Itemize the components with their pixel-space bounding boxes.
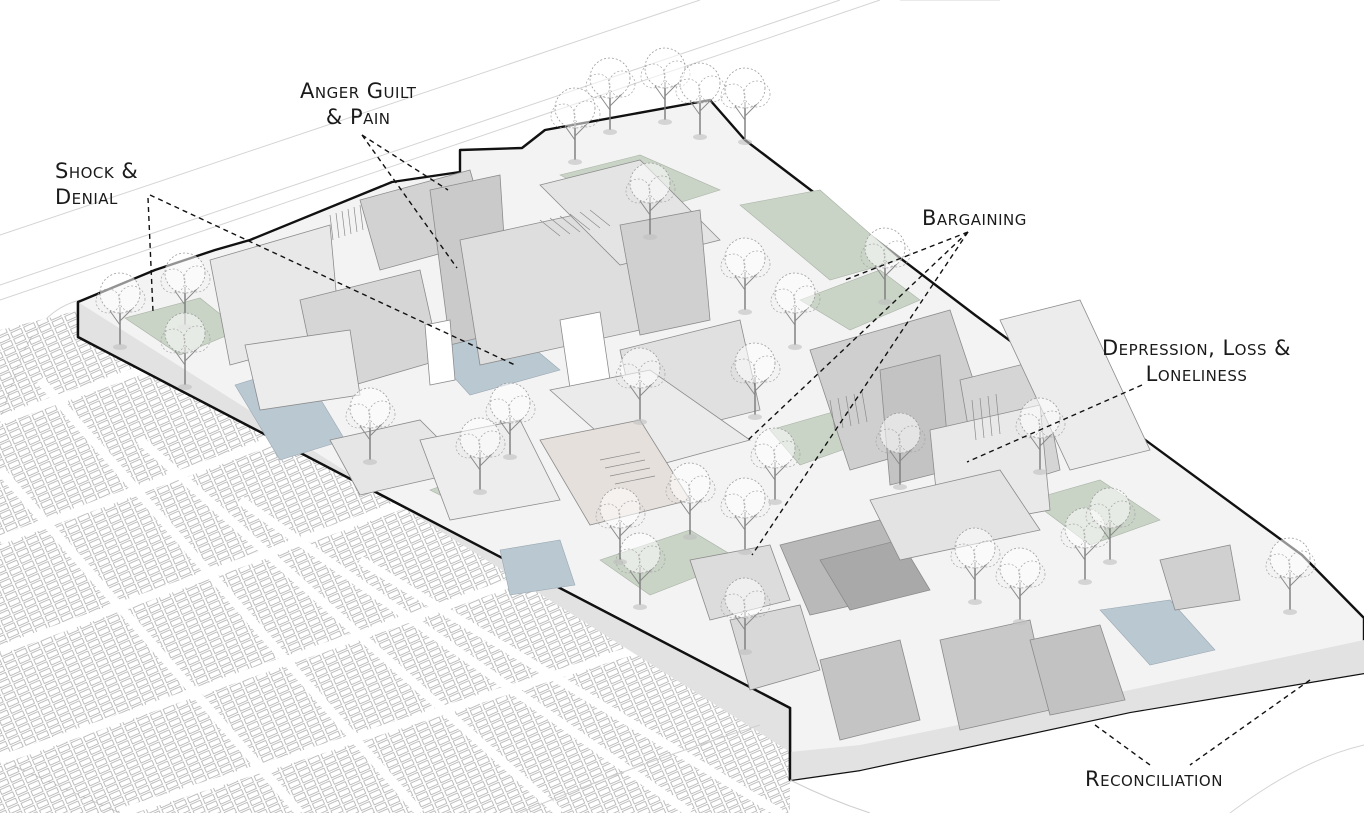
label-anger-guilt-pain-line-1: Anger Guilt: [300, 79, 417, 103]
label-shock-denial-line-2: Denial: [55, 185, 118, 209]
label-bargaining: Bargaining: [922, 205, 1027, 231]
label-depression-loss-loneliness: Depression, Loss & Loneliness: [1102, 335, 1291, 387]
label-shock-denial: Shock & Denial: [55, 158, 138, 210]
bottom-road: [519, 724, 871, 813]
label-anger-guilt-pain-line-2: & Pain: [325, 105, 391, 129]
label-bargaining-text: Bargaining: [922, 206, 1027, 230]
label-depression-line-1: Depression, Loss &: [1102, 336, 1292, 360]
label-depression-line-2: Loneliness: [1145, 362, 1248, 386]
slat-details: [329, 204, 1001, 485]
label-reconciliation-text: Reconciliation: [1085, 767, 1223, 791]
leader-lines: [147, 134, 1311, 766]
label-anger-guilt-pain: Anger Guilt & Pain: [300, 78, 416, 130]
label-shock-denial-line-1: Shock &: [55, 159, 139, 183]
label-reconciliation: Reconciliation: [1085, 766, 1223, 792]
